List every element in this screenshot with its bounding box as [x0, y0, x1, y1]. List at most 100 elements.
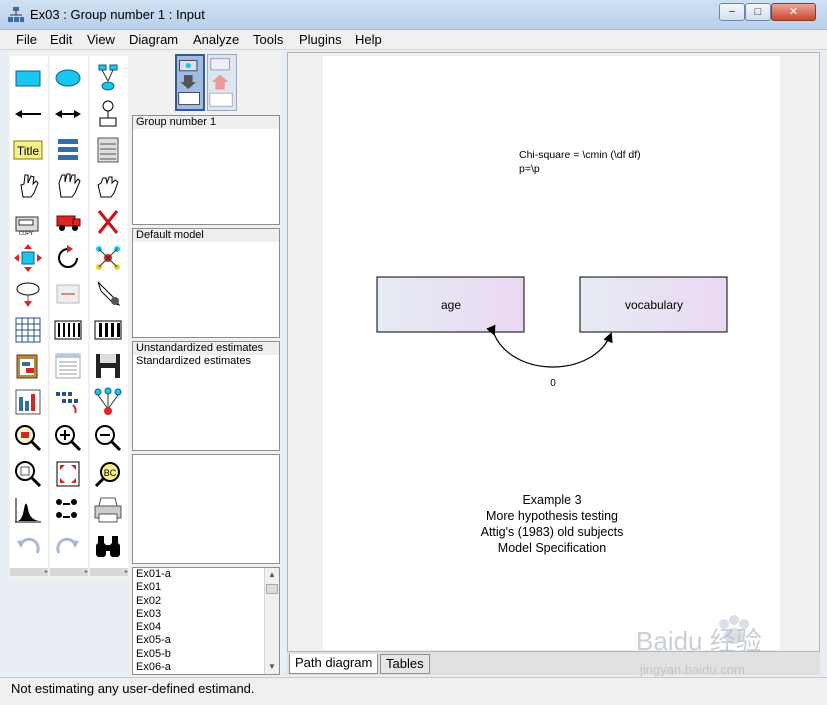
- title-icon[interactable]: Title: [13, 135, 43, 165]
- specification-search-icon[interactable]: [93, 531, 123, 561]
- model-item[interactable]: Default model: [133, 229, 279, 242]
- status-bar: Not estimating any user-defined estimand…: [0, 677, 827, 705]
- svg-text:Title: Title: [17, 144, 40, 158]
- fit-statistics-line-2: p=\p: [519, 163, 540, 175]
- caption-line-1: Example 3: [522, 493, 581, 507]
- navigation-panels: Group number 1 Default model Unstandardi…: [130, 52, 282, 677]
- select-data-files-icon[interactable]: [13, 315, 43, 345]
- files-panel: Ex01-a Ex01 Ex02 Ex03 Ex04 Ex05-a Ex05-b…: [132, 567, 280, 675]
- tool-column-3: ▸: [90, 56, 128, 576]
- preserve-symmetries-icon[interactable]: [93, 387, 123, 417]
- file-item[interactable]: Ex04: [136, 621, 162, 634]
- estimates-panel: Unstandardized estimates Standardized es…: [132, 341, 280, 451]
- input-view-icon: [178, 59, 200, 106]
- menu-tools[interactable]: Tools: [253, 32, 284, 47]
- caption-line-2: More hypothesis testing: [486, 509, 618, 523]
- draw-unique-variable-icon[interactable]: [93, 99, 123, 129]
- files-scrollbar[interactable]: ▲ ▼: [264, 568, 279, 674]
- select-one-icon[interactable]: [13, 171, 43, 201]
- column-resize-handle[interactable]: ▸: [10, 568, 48, 576]
- svg-text:COPY: COPY: [19, 231, 34, 237]
- draw-path-icon[interactable]: [13, 99, 43, 129]
- object-properties-icon[interactable]: [13, 387, 43, 417]
- menu-edit[interactable]: Edit: [50, 32, 73, 47]
- draw-covariance-icon[interactable]: [53, 99, 83, 129]
- minimize-button[interactable]: −: [719, 3, 745, 21]
- undo-icon[interactable]: [13, 531, 43, 561]
- analysis-properties-icon[interactable]: [53, 315, 83, 345]
- window-title: Ex03 : Group number 1 : Input: [30, 7, 205, 22]
- degrees-of-freedom-icon[interactable]: [13, 495, 43, 525]
- tool-palette: ▸ ▸ ▸ Title COPY: [8, 52, 130, 579]
- deselect-all-icon[interactable]: [93, 171, 123, 201]
- erase-icon[interactable]: [93, 207, 123, 237]
- scroll-down-icon[interactable]: ▼: [268, 662, 276, 671]
- draw-observed-variable-icon[interactable]: [13, 63, 43, 93]
- tab-path-diagram[interactable]: Path diagram: [289, 654, 379, 674]
- unstandardized-estimates-item[interactable]: Unstandardized estimates: [133, 342, 279, 355]
- variable-label-age: age: [441, 298, 461, 312]
- observed-variable-age[interactable]: [376, 276, 525, 333]
- duplicate-icon[interactable]: COPY: [13, 207, 43, 237]
- scroll-thumb[interactable]: [266, 584, 278, 594]
- rotate-indicators-icon[interactable]: [53, 243, 83, 273]
- view-output-button[interactable]: [207, 54, 237, 111]
- tab-tables[interactable]: Tables: [380, 654, 430, 674]
- fit-statistics-line-1: Chi-square = \cmin (\df df): [519, 149, 641, 161]
- view-input-button[interactable]: [175, 54, 205, 111]
- save-diagram-icon[interactable]: [93, 351, 123, 381]
- group-item[interactable]: Group number 1: [133, 116, 279, 129]
- list-variables-in-dataset-icon[interactable]: [93, 135, 123, 165]
- maximize-button[interactable]: □: [745, 3, 771, 21]
- file-item[interactable]: Ex05-a: [136, 634, 171, 647]
- menu-help[interactable]: Help: [355, 32, 382, 47]
- draw-indicator-icon[interactable]: [93, 63, 123, 93]
- scroll-up-icon[interactable]: ▲: [268, 570, 276, 579]
- menu-view[interactable]: View: [87, 32, 115, 47]
- file-item[interactable]: Ex05-b: [136, 647, 171, 660]
- touch-up-icon[interactable]: [53, 279, 83, 309]
- standardized-estimates-item[interactable]: Standardized estimates: [136, 355, 251, 367]
- copy-to-clipboard-icon[interactable]: [13, 351, 43, 381]
- select-all-icon[interactable]: [53, 171, 83, 201]
- svg-text:BC: BC: [104, 468, 117, 478]
- zoom-page-icon[interactable]: [13, 459, 43, 489]
- file-item[interactable]: Ex06-a: [136, 661, 171, 674]
- path-diagram-canvas[interactable]: Chi-square = \cmin (\df df) p=\p age voc…: [323, 56, 780, 650]
- draw-unobserved-variable-icon[interactable]: [53, 63, 83, 93]
- resize-diagram-icon[interactable]: [53, 459, 83, 489]
- multiple-group-icon[interactable]: [53, 495, 83, 525]
- status-text: Not estimating any user-defined estimand…: [11, 681, 255, 696]
- move-icon[interactable]: [53, 207, 83, 237]
- redo-icon[interactable]: [53, 531, 83, 561]
- covariance-label: 0: [550, 378, 556, 389]
- file-item[interactable]: Ex02: [136, 594, 162, 607]
- drag-properties-icon-2[interactable]: [53, 387, 83, 417]
- menu-analyze[interactable]: Analyze: [193, 32, 240, 47]
- covariance-arrow[interactable]: [486, 324, 613, 368]
- zoom-out-icon[interactable]: [93, 423, 123, 453]
- column-resize-handle[interactable]: ▸: [50, 568, 88, 576]
- close-button[interactable]: ✕: [771, 3, 816, 21]
- list-variables-in-model-icon[interactable]: [53, 135, 83, 165]
- drag-properties-icon[interactable]: [93, 279, 123, 309]
- caption-line-4: Model Specification: [498, 541, 606, 555]
- models-panel: Default model: [132, 228, 280, 338]
- zoom-in-icon[interactable]: [53, 423, 83, 453]
- menu-plugins[interactable]: Plugins: [299, 32, 342, 47]
- column-resize-handle[interactable]: ▸: [90, 568, 128, 576]
- zoom-in-area-icon[interactable]: [13, 423, 43, 453]
- move-parameter-icon[interactable]: [13, 243, 43, 273]
- calculate-estimates-icon[interactable]: [93, 315, 123, 345]
- shape-change-icon[interactable]: [13, 279, 43, 309]
- observed-variable-vocabulary[interactable]: [579, 276, 728, 333]
- print-icon[interactable]: [93, 495, 123, 525]
- file-item[interactable]: Ex01-a: [136, 568, 171, 580]
- view-text-icon[interactable]: [53, 351, 83, 381]
- menu-diagram[interactable]: Diagram: [129, 32, 179, 47]
- file-item[interactable]: Ex01: [136, 581, 162, 594]
- reflect-indicators-icon[interactable]: [93, 243, 123, 273]
- magnify-icon[interactable]: BC: [93, 459, 123, 489]
- menu-file[interactable]: File: [16, 32, 37, 47]
- file-item[interactable]: Ex03: [136, 607, 162, 620]
